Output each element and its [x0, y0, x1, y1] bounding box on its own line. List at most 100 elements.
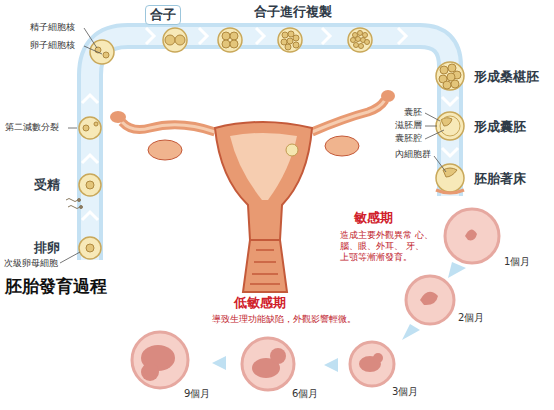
cell [79, 237, 101, 259]
cell [79, 117, 101, 139]
cell-detail [448, 64, 456, 72]
sperm [78, 199, 81, 202]
embryo-figure [406, 276, 454, 324]
embryo-figure [350, 342, 394, 386]
leader-line [425, 130, 444, 139]
period-note: 造成主要外觀異常 心、腦、眼、外耳、 牙、上顎等漸漸發育。 [340, 230, 440, 262]
uterus [122, 122, 215, 132]
embryo-figure [420, 292, 438, 305]
month-label: 3個月 [392, 386, 418, 398]
uterus [230, 133, 297, 200]
sperm [66, 199, 83, 209]
cell-detail [287, 38, 293, 44]
cell-detail [103, 52, 109, 58]
cell-detail [83, 31, 461, 253]
cell-detail [363, 33, 368, 38]
sperm [66, 199, 78, 202]
part-label: 內細胞群 [395, 149, 431, 160]
pathway-chevron [398, 28, 406, 44]
cell-detail [293, 35, 299, 41]
cell-detail [443, 81, 451, 89]
leader-line [84, 28, 97, 48]
pathway-chevron [82, 212, 98, 220]
pathway-chevron [82, 155, 98, 163]
month-label: 1個月 [504, 256, 530, 268]
pathway-chevron [322, 28, 330, 44]
pathway-chevron [442, 148, 458, 156]
period-label: 低敏感期 [232, 295, 288, 311]
part-label: 精子細胞核 [30, 22, 75, 33]
cell-detail [83, 125, 89, 131]
uterus [312, 100, 385, 132]
pathway-band [90, 36, 450, 260]
stage-label: 形成囊胚 [470, 118, 530, 136]
cell [436, 112, 464, 140]
leader-line [425, 126, 437, 127]
cell-detail [365, 40, 370, 45]
period-note: 導致生理功能缺陷，外觀影響輕微。 [212, 314, 356, 325]
month-arrow [402, 324, 420, 340]
cell-detail [440, 66, 448, 74]
cell-detail [351, 38, 356, 43]
cell-detail [230, 32, 238, 40]
stage-label: 排卵 [30, 239, 64, 257]
embryo-figure [465, 229, 477, 240]
uterus [215, 122, 312, 240]
cell-detail [282, 32, 288, 38]
cell-detail [356, 37, 361, 42]
part-label: 滋胚層 [395, 120, 422, 131]
pathway-chevron [82, 95, 98, 103]
pathway-chevron [256, 28, 264, 44]
cell-detail [230, 40, 238, 48]
cell-detail [293, 42, 299, 48]
blastocyst-cavity [440, 116, 460, 136]
part-label: 第二減數分裂 [5, 122, 59, 133]
cell-detail [285, 44, 291, 50]
leader-line [68, 128, 77, 129]
cell-detail [94, 122, 98, 126]
cell-detail [86, 244, 94, 252]
uterus [250, 250, 280, 284]
cell [163, 28, 187, 52]
cell [278, 28, 302, 52]
stage-label: 合子進行複製 [250, 3, 336, 21]
part-label: 囊胚腔 [395, 133, 422, 144]
part-label: 次級卵母細胞 [4, 258, 58, 269]
cell-detail [358, 31, 363, 36]
cell [79, 28, 464, 259]
pathway-chevron [199, 28, 207, 44]
cell-detail [222, 32, 230, 40]
uterus [312, 100, 385, 132]
embryo-figure [445, 209, 499, 263]
stage-label: 合子 [145, 5, 181, 25]
cell [218, 28, 242, 52]
cell-detail [359, 44, 364, 49]
diagram-title: 胚胎發育過程 [5, 276, 107, 296]
cell-detail [451, 80, 459, 88]
uterus [325, 136, 359, 156]
pathway-chevron [146, 28, 154, 44]
month-label: 6個月 [292, 388, 318, 400]
embryo-figure [132, 209, 499, 390]
cell-detail [222, 40, 230, 48]
uterus [110, 111, 126, 123]
month-label: 9個月 [184, 388, 210, 400]
pathway-band [90, 36, 450, 260]
cell-detail [165, 35, 175, 45]
uterus [286, 144, 298, 156]
uterus [243, 240, 287, 292]
month-label: 2個月 [458, 312, 484, 324]
embryo-figure [132, 332, 188, 388]
stage-label: 胚胎著床 [470, 170, 530, 188]
period-label: 敏感期 [352, 210, 395, 226]
leader-line [60, 28, 446, 263]
pathway-band [90, 36, 450, 260]
embryo-figure [242, 338, 294, 390]
leader-line [425, 113, 440, 121]
cell [436, 62, 464, 90]
cell-detail [86, 181, 94, 189]
uterus [122, 122, 215, 132]
embryo-figure [141, 363, 159, 381]
cell [90, 40, 114, 64]
